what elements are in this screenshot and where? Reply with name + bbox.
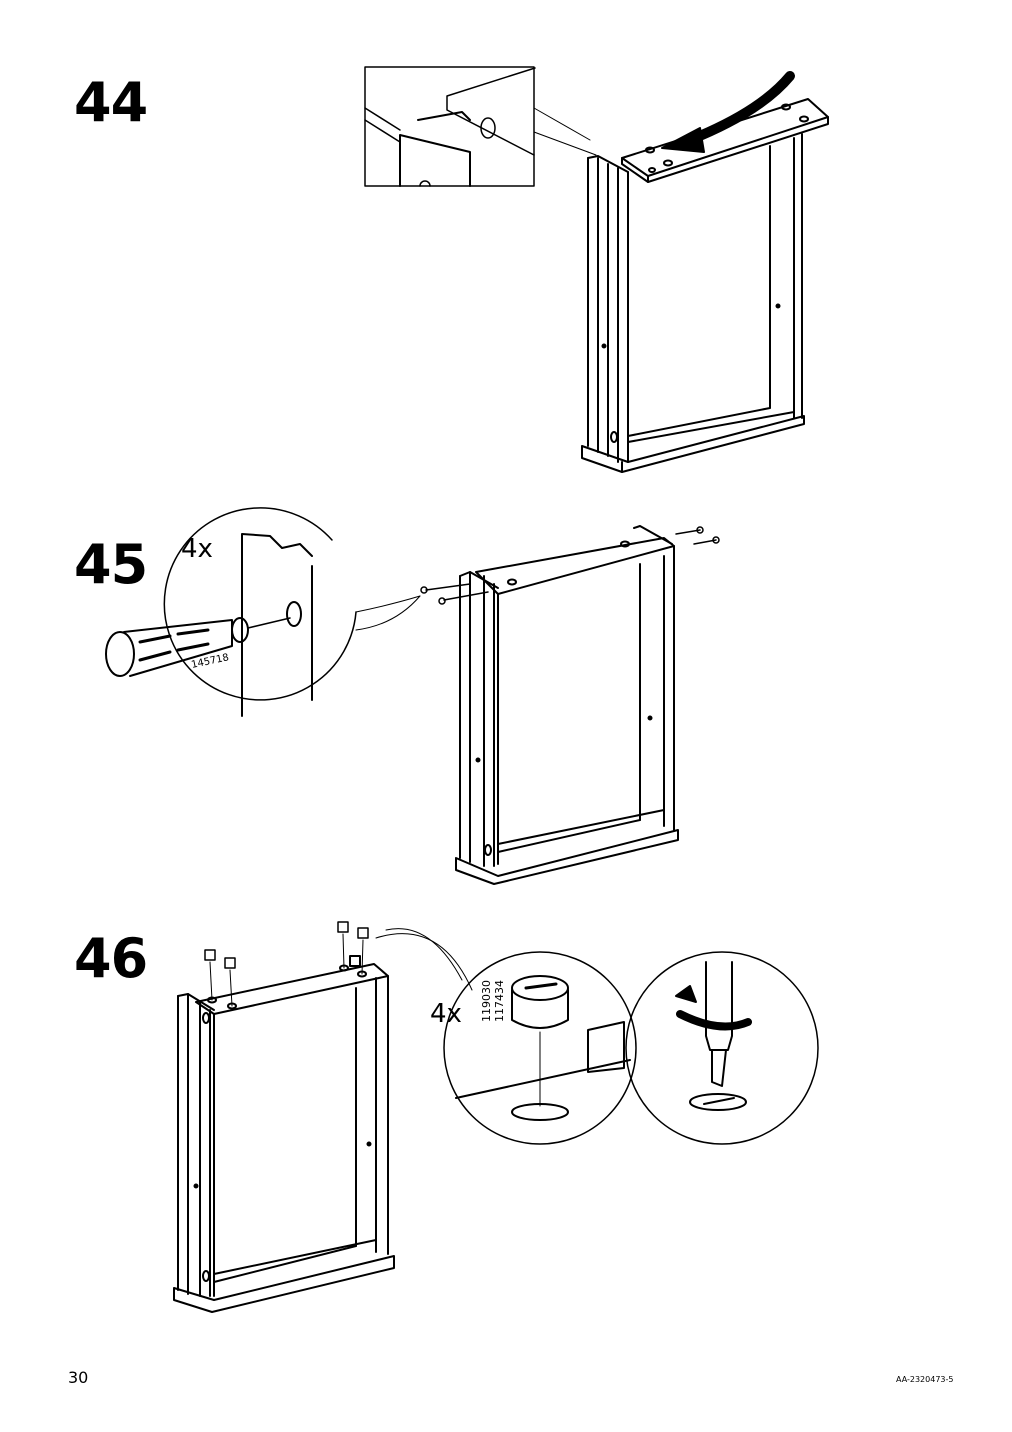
detail-circle: 145718 4x: [105, 507, 421, 717]
step-44-illustration: [364, 66, 829, 473]
step-46-illustration: 4x 119030 117434: [173, 921, 819, 1313]
screws-icon: [420, 526, 720, 605]
detail-inset: [364, 66, 597, 187]
step-number-45: 45: [74, 533, 148, 596]
cabinet-frame: [581, 133, 805, 473]
part-code-1: 119030: [480, 980, 493, 1022]
tool-code: 145718: [190, 652, 230, 671]
quantity-label: 4x: [181, 534, 213, 564]
cabinet-frame: [173, 963, 395, 1313]
cam-fittings-icon: [204, 921, 369, 1007]
screwdriver-icon: [105, 617, 291, 677]
top-panel: [621, 98, 829, 183]
detail-circle-turn: [625, 951, 819, 1145]
quantity-label: 4x: [430, 999, 462, 1029]
step-number-44: 44: [74, 71, 148, 134]
step-45-illustration: 145718 4x: [105, 507, 720, 885]
page-number: 30: [68, 1368, 89, 1387]
document-code: AA-2320473-5: [896, 1375, 954, 1384]
step-number-46: 46: [74, 927, 148, 990]
placement-arrow: [685, 71, 795, 145]
part-code-2: 117434: [493, 980, 506, 1022]
detail-circle-cam: 4x 119030 117434: [430, 951, 637, 1145]
cabinet-frame: [455, 525, 679, 885]
